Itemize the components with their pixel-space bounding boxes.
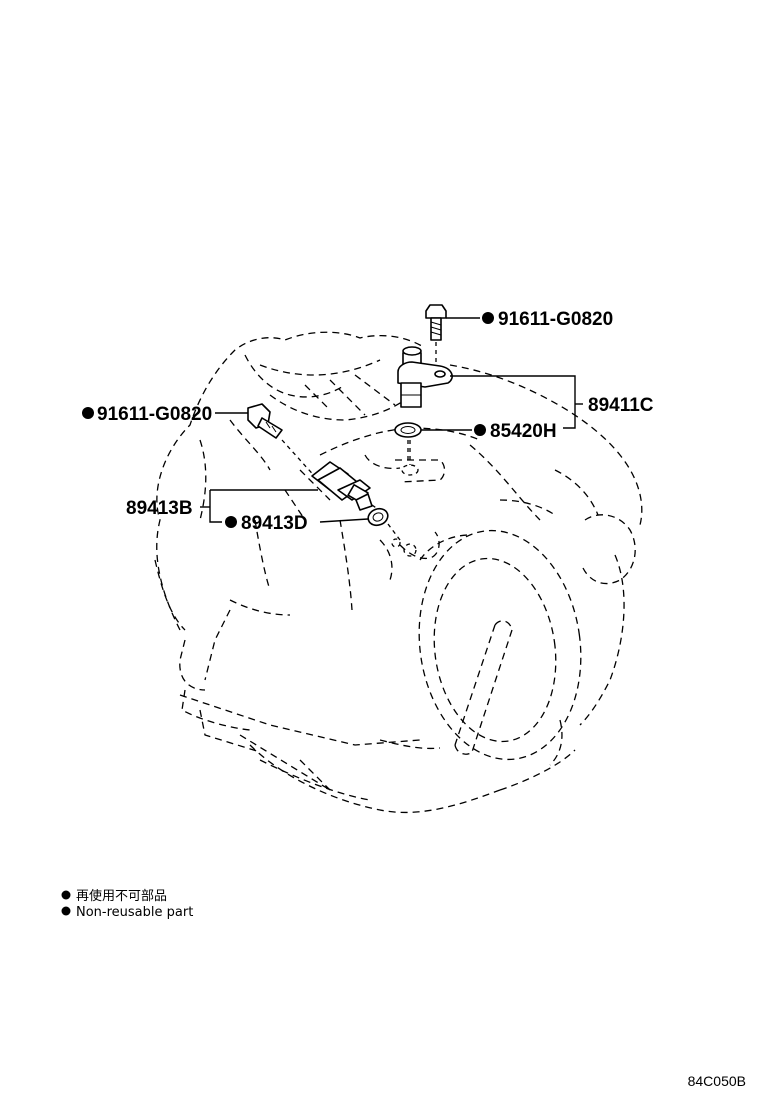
legend-line-en: Non-reusable part — [76, 905, 193, 920]
top-mounting-boss — [401, 440, 419, 476]
o-ring-89413d — [367, 507, 401, 541]
callout-bolt-top: 91611-G0820 — [498, 309, 613, 330]
legend-dot — [61, 890, 71, 900]
callout-89413b: 89413B — [126, 498, 193, 519]
non-reusable-dot — [82, 407, 94, 419]
callout-89411c: 89411C — [588, 395, 654, 416]
legend: 再使用不可部品 Non-reusable part — [61, 888, 193, 920]
o-ring-85420h — [394, 422, 422, 462]
sensor-side-89413b — [311, 461, 383, 513]
non-reusable-dot — [482, 312, 494, 324]
legend-line-ja: 再使用不可部品 — [76, 888, 167, 904]
figure-id: 84C050B — [688, 1073, 746, 1089]
transmission-housing — [154, 331, 643, 814]
sensor-top-89411c — [397, 346, 453, 408]
callout-89413d: 89413D — [241, 513, 308, 534]
callout-bolt-left: 91611-G0820 — [97, 404, 212, 425]
side-mounting-boss — [391, 538, 417, 557]
bolt-left — [247, 403, 319, 481]
bolt-top — [425, 304, 447, 372]
oil-pan — [179, 694, 421, 801]
non-reusable-dot — [225, 516, 237, 528]
legend-dot — [61, 906, 71, 916]
leader-lines — [200, 317, 583, 523]
torque-converter-housing — [418, 499, 582, 766]
callout-85420h: 85420H — [490, 421, 557, 442]
input-shaft — [454, 620, 513, 755]
non-reusable-dot — [474, 424, 486, 436]
